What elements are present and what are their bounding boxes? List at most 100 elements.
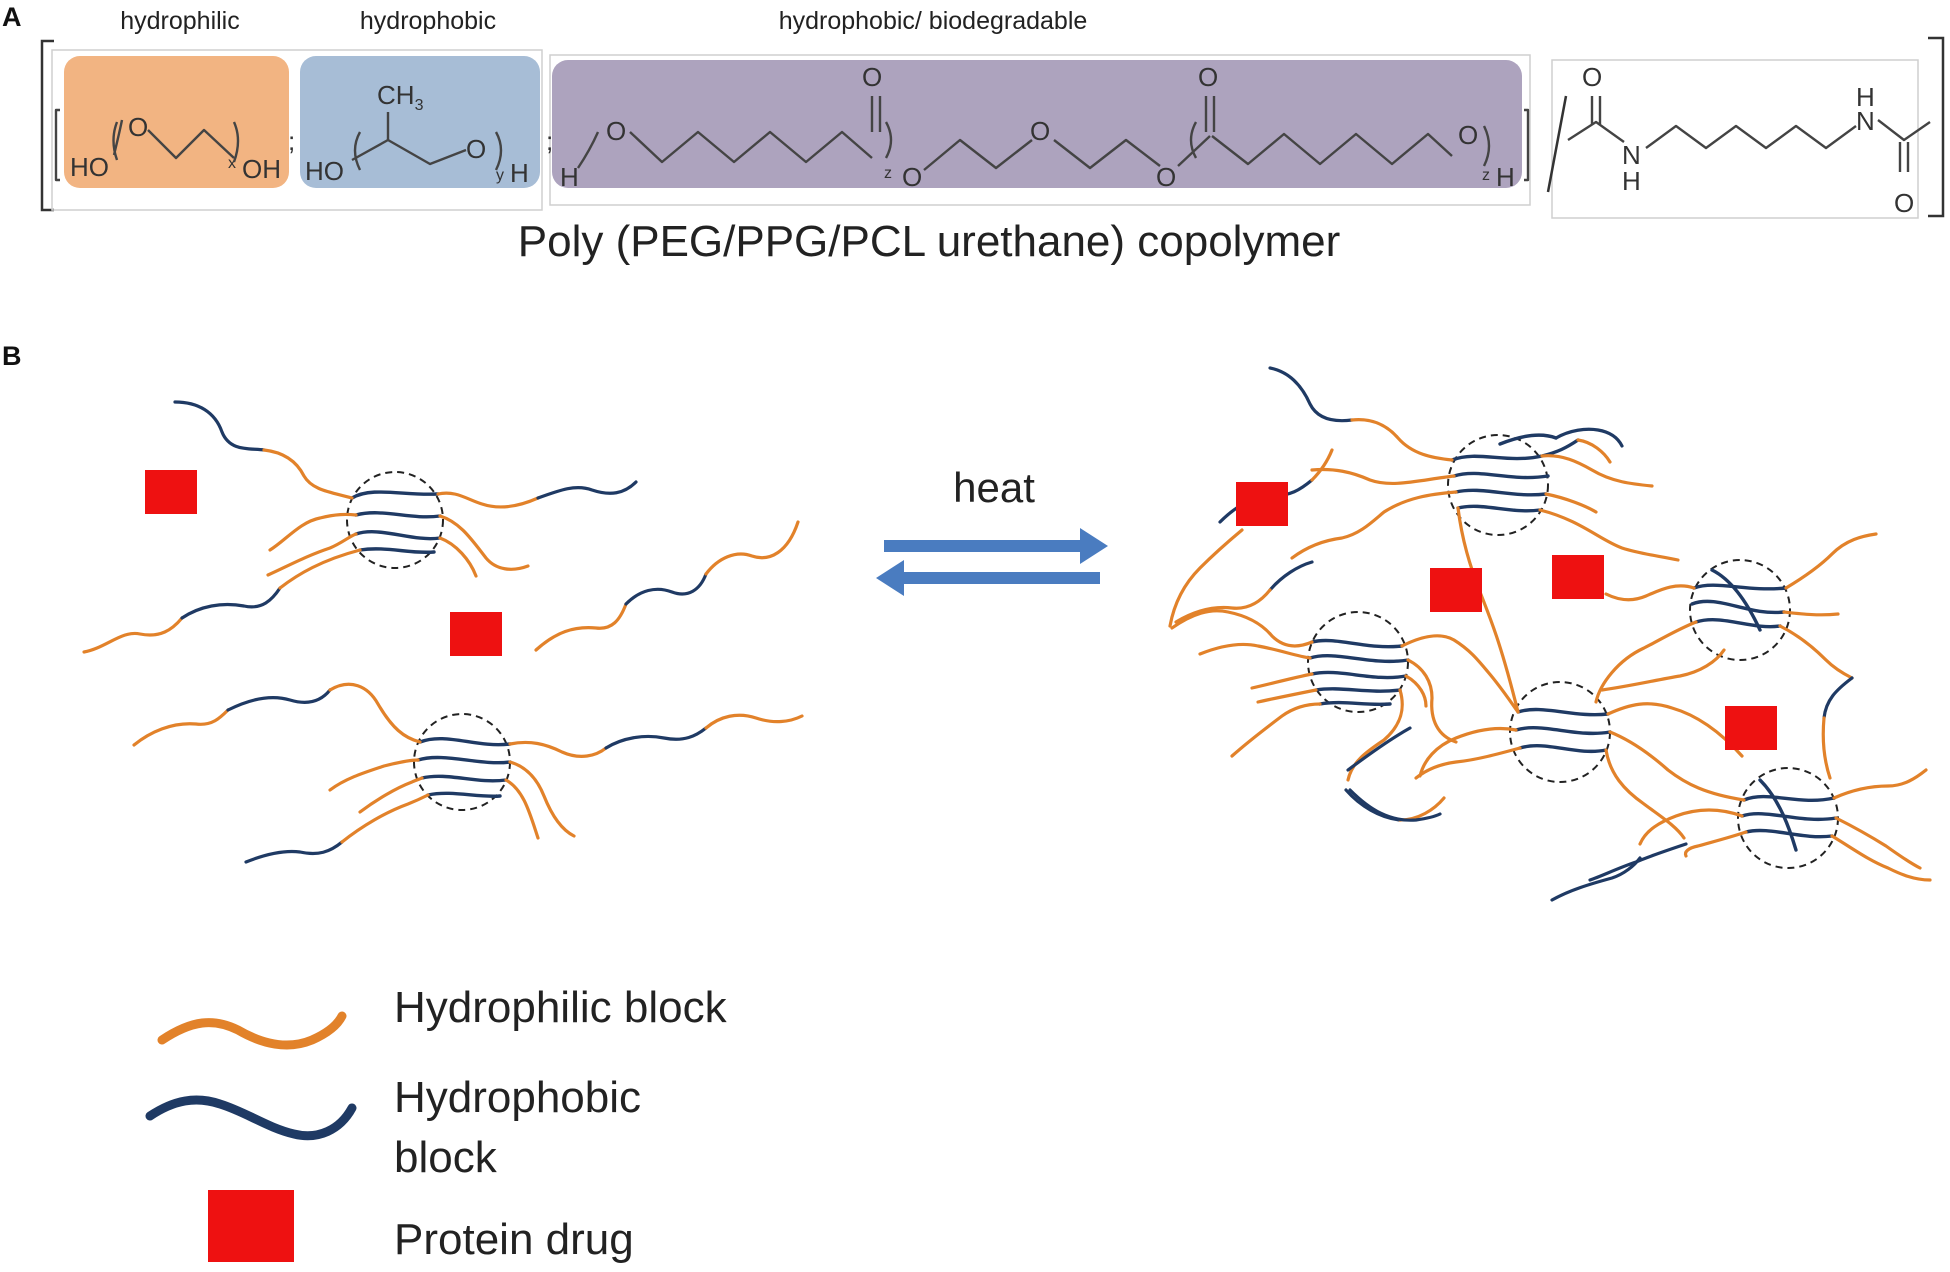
hydrophilic-block (508, 740, 608, 758)
hydrophobic-core-chain (420, 774, 508, 783)
hydrophobic-core-chain (1758, 778, 1798, 852)
hydrophobic-core-chain (418, 737, 512, 747)
panel-b-label: B (2, 341, 22, 371)
hydrophilic-block (1540, 454, 1654, 488)
hydrophobic-core-chain (1690, 599, 1786, 615)
hydrophobic-core-chain (1710, 568, 1762, 632)
copolymer-title: Poly (PEG/PPG/PCL urethane) copolymer (518, 217, 1341, 266)
hydrophilic-block (1830, 834, 1932, 882)
hydrophobic-block (244, 840, 344, 864)
hydrophilic-block (534, 602, 628, 652)
hydrophilic-block (266, 532, 358, 577)
outer-bracket-left (40, 39, 54, 212)
hydrophilic-block (1834, 816, 1922, 870)
hydrophilic-block (1576, 438, 1612, 464)
hydrophilic-block (262, 448, 354, 500)
hydrophilic-block (1606, 702, 1744, 758)
hydrophilic-block (1604, 748, 1686, 840)
chem-frame-hdi (1551, 59, 1919, 219)
hydrophobic-core-chain (1518, 744, 1608, 754)
hydrophobic-block (536, 480, 638, 500)
pcl-structure: H O O z O O O O O z H (560, 62, 1515, 192)
hydrophilic-block (1414, 746, 1522, 780)
hydrophilic-block (82, 616, 184, 654)
hydrophilic-box (64, 56, 289, 188)
ppg-structure: CH3 HO O y H (305, 80, 529, 188)
hydrophobic-core-chain (1516, 707, 1610, 717)
hydrophobic-block (1822, 676, 1854, 720)
hydrophilic-block (1400, 634, 1520, 714)
hydrophilic-block (1538, 508, 1680, 562)
hydrophilic-block (1608, 730, 1746, 802)
peg-ho: HO (70, 152, 109, 182)
hydrophobic-block (180, 586, 282, 620)
hydrophilic-block (1594, 620, 1698, 704)
heat-label: heat (953, 464, 1035, 511)
hydrophobic-block (1268, 366, 1354, 423)
panel-b: B (2, 341, 1932, 902)
sol-state (82, 400, 804, 864)
legend-hydrophilic-swatch (157, 1011, 347, 1050)
hydrophobic-core-chain (1744, 828, 1834, 839)
hydrophobic-block (1554, 427, 1624, 448)
hydrophobic-core-chain (426, 791, 502, 799)
inner-bracket-right (1524, 108, 1530, 182)
hydrophobic-core-chain (1310, 670, 1408, 680)
hydrophilic-block (1683, 830, 1748, 858)
hydrophilic-block (1230, 702, 1322, 758)
hdi-h2: H (1856, 82, 1875, 112)
hydrophilic-block (1256, 688, 1318, 704)
hdi-structure: O N H H N O (1567, 62, 1931, 218)
biodegradable-box (552, 60, 1522, 188)
hydrophobic-block (604, 726, 708, 750)
hydrophobic-block (1268, 560, 1314, 592)
ppg-ch3: CH3 (377, 80, 424, 114)
hydrophilic-block (1310, 448, 1334, 482)
hydrophilic-block (1350, 418, 1454, 462)
pcl-o2: O (902, 162, 922, 192)
ppg-y: y (496, 167, 504, 184)
legend: Hydrophilic block Hydrophobic block Prot… (145, 983, 728, 1264)
hydrophilic-block (1782, 610, 1840, 617)
pcl-o5: O (1458, 120, 1478, 150)
hydrophobic-core-chain (1452, 471, 1550, 480)
hydrophobic-core-chain (358, 547, 436, 555)
forward-arrow (884, 528, 1108, 564)
legend-hydrophobic-swatch (145, 1095, 357, 1141)
separator-2: ; (546, 126, 553, 156)
slash-divider (1546, 95, 1568, 193)
hydrophilic-block (132, 708, 230, 747)
ppg-ho: HO (305, 156, 344, 186)
micelle-core-outline (1307, 611, 1409, 713)
hydrophobic-core-chain (1514, 726, 1612, 736)
chem-frame-pcl (549, 54, 1531, 206)
hydrophilic-block (1638, 808, 1744, 846)
pcl-h-right: H (1496, 162, 1515, 192)
protein-drug (1236, 482, 1288, 526)
hydrophobic-core-chain (354, 530, 442, 541)
hydrophobic-core-chain (1314, 687, 1402, 693)
protein-drug (450, 612, 502, 656)
hydrophobic-block (1346, 726, 1412, 772)
hydrophilic-block (438, 536, 478, 578)
hydrophilic-block (278, 548, 362, 590)
micelle-core-outline (1447, 434, 1549, 536)
hydrophobic-core-chain (1694, 618, 1782, 629)
hydrophobic-block (624, 572, 708, 606)
hydrophobic-core-chain (1692, 583, 1788, 591)
hydrophobic-core-chain (1310, 638, 1404, 649)
separator-1: ; (288, 126, 295, 156)
hydrophobic-core-chain (354, 511, 442, 519)
gel-state (1168, 366, 1932, 902)
hydrophobic-label: hydrophobic (360, 7, 496, 35)
hydrophobic-core-chain (1308, 654, 1410, 664)
hydrophobic-core-chain (1456, 504, 1542, 513)
reverse-arrow (876, 560, 1100, 596)
micelle-core-outline (1689, 559, 1791, 661)
hydrophilic-block (1821, 716, 1832, 780)
hydrophobic-block (173, 400, 266, 452)
hydrophobic-core-chain (1742, 794, 1836, 803)
hydrophilic-block (340, 793, 430, 844)
hydrophilic-block (268, 512, 358, 552)
